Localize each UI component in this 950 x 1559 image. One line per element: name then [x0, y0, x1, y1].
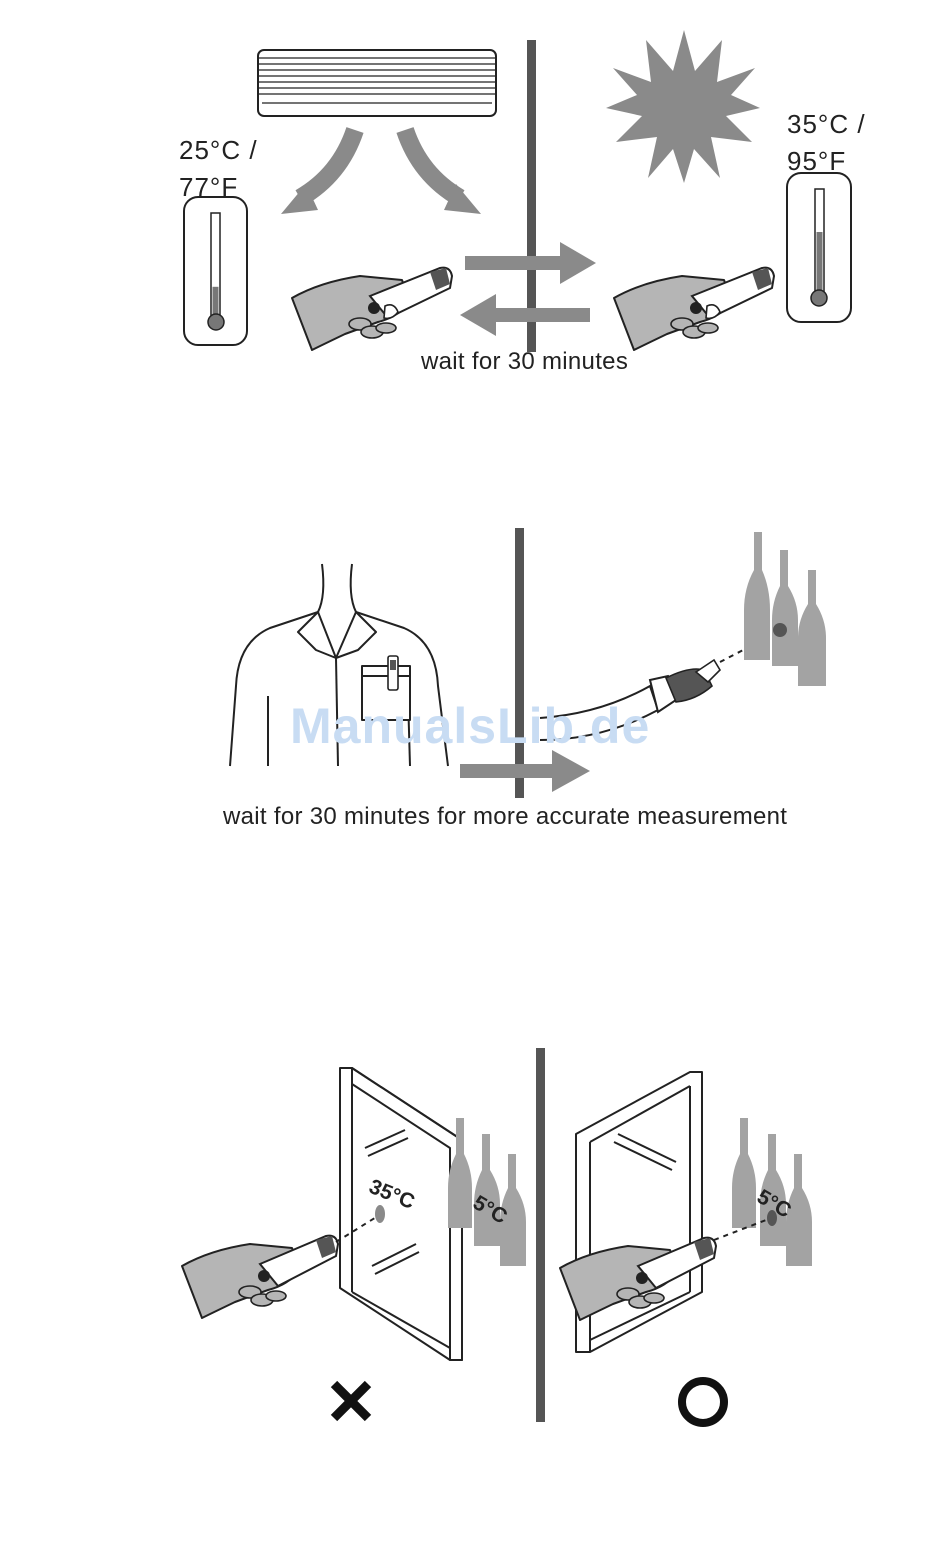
ac-temp-celsius: 25°C /: [179, 137, 258, 163]
panel3-illustration: [0, 1030, 950, 1450]
panel2-illustration: [0, 500, 950, 840]
divider-line: [515, 528, 524, 798]
airflow-arrow-left-icon: [281, 130, 355, 214]
panel1-illustration: [0, 0, 950, 400]
panel-acclimatize: 25°C / 77°F 35°C / 95°F wait for 30 minu…: [0, 0, 950, 400]
hand-thermometer-right-icon: [560, 1238, 716, 1320]
caption-wait-accurate: wait for 30 minutes for more accurate me…: [223, 805, 787, 829]
thermometer-warm-icon: [787, 173, 851, 322]
hand-thermometer-right-icon: [614, 268, 774, 350]
glass-pane-left-icon: [340, 1068, 462, 1360]
air-conditioner-icon: [258, 50, 496, 116]
divider-line: [527, 40, 536, 352]
pocket-thermometer-icon: [388, 656, 398, 690]
panel-glass-measurement: 35°C 5°C 5°C: [0, 1030, 950, 1450]
target-spot: [773, 623, 787, 637]
laser-beam-left: [336, 1216, 378, 1242]
bottles-icon: [744, 532, 826, 686]
sun-temp-celsius: 35°C /: [787, 111, 866, 137]
arrow-right-icon: [460, 750, 590, 792]
thermometer-cool-icon: [184, 197, 247, 345]
caption-wait-30: wait for 30 minutes: [421, 350, 628, 374]
arrow-left-icon: [460, 294, 590, 336]
cross-icon: [334, 1384, 368, 1418]
hand-thermometer-left-icon: [292, 268, 452, 350]
sun-temp-fahrenheit: 95°F: [787, 148, 846, 174]
panel-body-heat: ManualsLib.de wait for 30 minutes for mo…: [0, 500, 950, 840]
hand-thermometer-left-icon: [182, 1236, 338, 1318]
airflow-arrow-right-icon: [405, 130, 481, 214]
ac-temp-fahrenheit: 77°F: [179, 174, 238, 200]
bottles-left-icon: [448, 1118, 526, 1266]
watermark: ManualsLib.de: [290, 701, 650, 751]
divider-line: [536, 1048, 545, 1422]
target-spot-left: [375, 1205, 385, 1223]
circle-icon: [682, 1381, 724, 1423]
sun-icon: [606, 30, 760, 183]
